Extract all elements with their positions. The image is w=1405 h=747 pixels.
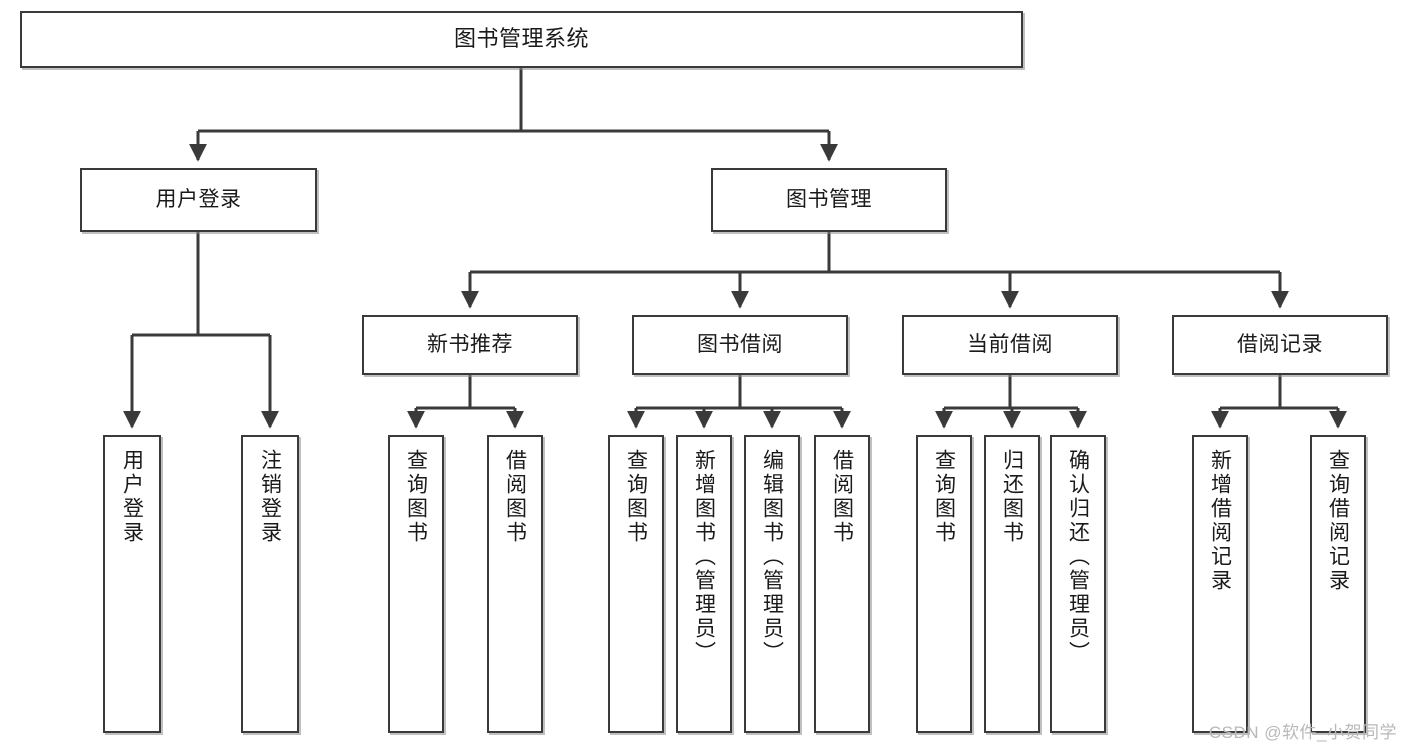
leaf-query-borrow-record[interactable]: 查询借阅记录 [1310, 435, 1366, 733]
node-borrow-record[interactable]: 借阅记录 [1172, 315, 1388, 375]
node-label: 归还图书 [1000, 449, 1024, 545]
node-label: 图书借阅 [697, 333, 783, 357]
node-label: 借阅图书 [503, 449, 527, 545]
leaf-edit-book-admin[interactable]: 编辑图书（管理员） [744, 435, 800, 733]
leaf-query-book-current[interactable]: 查询图书 [916, 435, 972, 733]
node-label: 图书管理 [786, 188, 872, 212]
node-label: 新增借阅记录 [1208, 449, 1232, 593]
node-label: 编辑图书（管理员） [760, 449, 784, 665]
node-new-book-recommend[interactable]: 新书推荐 [362, 315, 578, 375]
leaf-borrow-book[interactable]: 借阅图书 [814, 435, 870, 733]
leaf-add-book-admin[interactable]: 新增图书（管理员） [676, 435, 732, 733]
node-user-login[interactable]: 用户登录 [80, 168, 317, 232]
node-label: 借阅记录 [1237, 333, 1323, 357]
node-label: 用户登录 [155, 188, 242, 212]
leaf-logout-login[interactable]: 注销登录 [241, 435, 299, 733]
leaf-return-book[interactable]: 归还图书 [984, 435, 1040, 733]
node-label: 当前借阅 [967, 333, 1053, 357]
node-label: 查询借阅记录 [1326, 449, 1350, 593]
node-label: 新增图书（管理员） [692, 449, 716, 665]
leaf-query-book-recommend[interactable]: 查询图书 [388, 435, 444, 733]
node-label: 用户登录 [120, 449, 144, 545]
leaf-user-login[interactable]: 用户登录 [103, 435, 161, 733]
node-label: 图书管理系统 [453, 26, 589, 52]
node-book-management[interactable]: 图书管理 [711, 168, 947, 232]
node-label: 借阅图书 [830, 449, 854, 545]
node-label: 查询图书 [624, 449, 648, 545]
leaf-add-borrow-record[interactable]: 新增借阅记录 [1192, 435, 1248, 733]
leaf-borrow-book-recommend[interactable]: 借阅图书 [487, 435, 543, 733]
node-book-management-system[interactable]: 图书管理系统 [20, 11, 1023, 68]
leaf-confirm-return-admin[interactable]: 确认归还（管理员） [1050, 435, 1106, 733]
node-label: 查询图书 [932, 449, 956, 545]
node-label: 注销登录 [258, 449, 282, 545]
node-label: 新书推荐 [427, 333, 513, 357]
leaf-query-book-borrow[interactable]: 查询图书 [608, 435, 664, 733]
node-book-borrow[interactable]: 图书借阅 [632, 315, 848, 375]
node-label: 查询图书 [404, 449, 428, 545]
node-current-borrow[interactable]: 当前借阅 [902, 315, 1118, 375]
node-label: 确认归还（管理员） [1066, 449, 1090, 665]
